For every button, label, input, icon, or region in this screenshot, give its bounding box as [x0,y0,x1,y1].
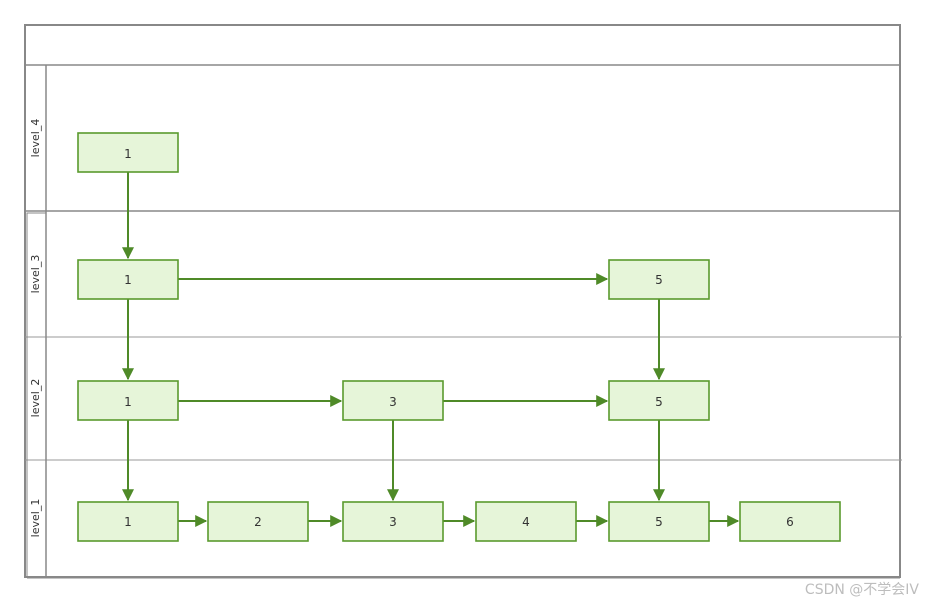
node-box [608,501,710,542]
node-label: 1 [124,273,132,287]
node-label: 4 [522,515,530,529]
node-box [475,501,577,542]
node-label: 6 [786,515,794,529]
lane-label-level-1: level_1 [29,499,42,538]
node-l2-3[interactable]: 3 [342,380,444,421]
node-label: 5 [655,515,663,529]
node-label: 5 [655,273,663,287]
node-l1-2[interactable]: 2 [207,501,309,542]
node-label: 1 [124,515,132,529]
node-l3-5[interactable]: 5 [608,259,710,300]
node-l2-1[interactable]: 1 [77,380,179,421]
node-label: 2 [254,515,262,529]
node-l2-5[interactable]: 5 [608,380,710,421]
node-l1-1[interactable]: 1 [77,501,179,542]
node-l1-3[interactable]: 3 [342,501,444,542]
watermark-text: CSDN @不学会IV [804,582,919,598]
node-box [739,501,841,542]
node-box [77,132,179,173]
node-label: 3 [389,515,397,529]
node-l1-6[interactable]: 6 [739,501,841,542]
node-box [608,380,710,421]
node-label: 1 [124,395,132,409]
node-label: 5 [655,395,663,409]
pool-frame [24,24,901,578]
node-l4-1[interactable]: 1 [77,132,179,173]
node-box [77,380,179,421]
lane-label-level-2: level_2 [29,379,42,418]
node-label: 3 [389,395,397,409]
edges [122,172,740,527]
lane-label-frame [26,212,47,578]
node-l3-1[interactable]: 1 [77,259,179,300]
node-box [207,501,309,542]
node-box [342,380,444,421]
node-l1-5[interactable]: 5 [608,501,710,542]
node-box [77,259,179,300]
lane-label-level-3: level_3 [29,255,42,294]
node-l1-4[interactable]: 4 [475,501,577,542]
node-label: 1 [124,147,132,161]
node-box [608,259,710,300]
node-box [77,501,179,542]
lane-label-level-4: level_4 [29,119,42,158]
node-box [342,501,444,542]
